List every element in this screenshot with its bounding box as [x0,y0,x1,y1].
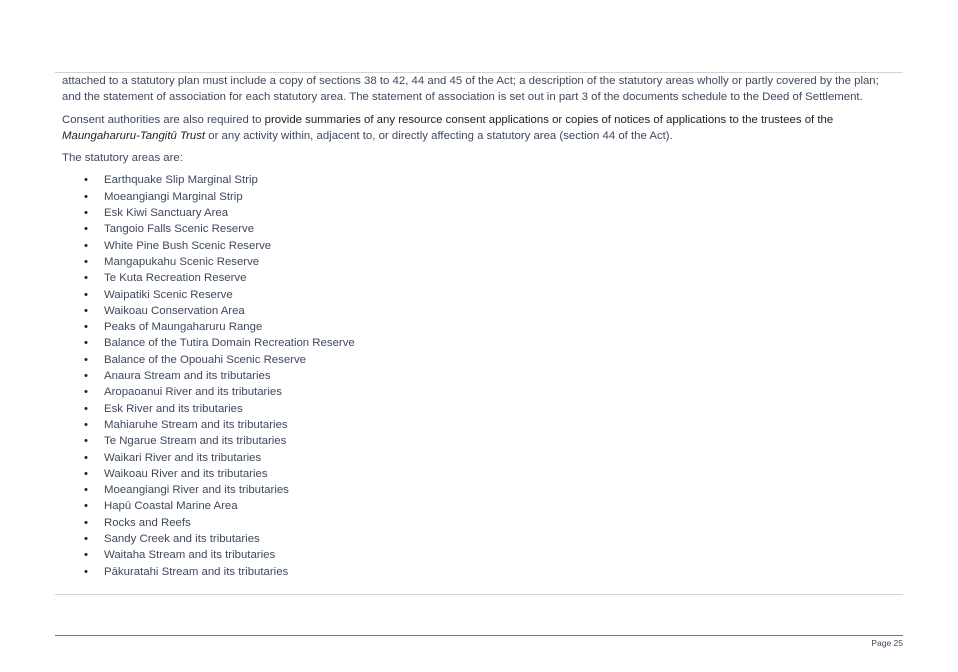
trust-name: Maungaharuru-Tangitū Trust [62,129,206,142]
statutory-areas-list: • Earthquake Slip Marginal Strip • Moeangia… [62,172,892,579]
consent-requirement-text: provide summaries of any resource consen… [264,113,834,126]
statutory-area-name: Esk River and its tributaries [104,402,243,415]
bullet-icon: • [84,288,88,301]
bullet-icon: • [84,255,88,268]
bullet-icon: • [84,435,88,448]
bullet-icon: • [84,386,88,399]
statutory-area-name: Moeangiangi Marginal Strip [104,190,243,203]
statutory-area-name: Balance of the Opouahi Scenic Reserve [104,353,306,366]
list-item: • Pākuratahi Stream and its tributaries [62,564,892,580]
document-body: attached to a statutory plan must includ… [62,73,892,580]
list-item: • Te Ngarue Stream and its tributaries [62,433,892,449]
bullet-icon: • [84,533,88,546]
list-item: • Hapū Coastal Marine Area [62,498,892,514]
statutory-area-name: Esk Kiwi Sanctuary Area [104,207,229,220]
paragraph-areas-intro: The statutory areas are: [62,152,183,165]
bullet-icon: • [84,304,88,317]
bullet-icon: • [84,484,88,497]
bullet-icon: • [84,337,88,350]
statutory-area-name: Earthquake Slip Marginal Strip [104,174,258,187]
bullet-icon: • [84,190,88,203]
bullet-icon: • [84,418,88,431]
list-item: • Moeangiangi River and its tributaries [62,482,892,498]
list-item: • Aropaoanui River and its tributaries [62,384,892,400]
list-item: • Mahiaruhe Stream and its tributaries [62,417,892,433]
statutory-area-name: Waikari River and its tributaries [104,451,262,464]
statutory-area-name: Peaks of Maungaharuru Range [104,321,263,334]
statutory-area-name: Pākuratahi Stream and its tributaries [104,565,289,578]
list-item: • Moeangiangi Marginal Strip [62,189,892,205]
list-item: • Waikoau Conservation Area [62,303,892,319]
statutory-area-name: Te Ngarue Stream and its tributaries [104,435,287,448]
statutory-area-name: Waikoau Conservation Area [104,304,245,317]
statutory-area-name: Tangoio Falls Scenic Reserve [104,223,255,236]
list-item: • Waikari River and its tributaries [62,450,892,466]
statutory-area-name: Rocks and Reefs [104,516,191,529]
content-end-divider [55,594,903,595]
list-item: • Te Kuta Recreation Reserve [62,270,892,286]
paragraph-statutory-plan: attached to a statutory plan must includ… [62,75,879,104]
statutory-area-name: White Pine Bush Scenic Reserve [104,239,272,252]
top-divider [55,72,903,73]
statutory-area-name: Aropaoanui River and its tributaries [104,386,282,399]
list-item: • Mangapukahu Scenic Reserve [62,254,892,270]
bullet-icon: • [84,402,88,415]
list-item: • Tangoio Falls Scenic Reserve [62,221,892,237]
statutory-area-name: Te Kuta Recreation Reserve [104,272,247,285]
list-item: • Earthquake Slip Marginal Strip [62,172,892,188]
bullet-icon: • [84,451,88,464]
bullet-icon: • [84,549,88,562]
list-item: • Waitaha Stream and its tributaries [62,547,892,563]
bullet-icon: • [84,500,88,513]
list-item: • Waipatiki Scenic Reserve [62,287,892,303]
bullet-icon: • [84,223,88,236]
statutory-area-name: Mangapukahu Scenic Reserve [104,255,260,268]
bullet-icon: • [84,239,88,252]
statutory-area-name: Waipatiki Scenic Reserve [104,288,233,301]
paragraph-consent-authorities: Consent authorities are also required to… [62,112,892,145]
list-item: • Peaks of Maungaharuru Range [62,319,892,335]
list-item: • Esk River and its tributaries [62,401,892,417]
statutory-area-name: Moeangiangi River and its tributaries [104,484,289,497]
bullet-icon: • [84,370,88,383]
list-item: • Esk Kiwi Sanctuary Area [62,205,892,221]
list-item: • Balance of the Opouahi Scenic Reserve [62,352,892,368]
bullet-icon: • [84,272,88,285]
consent-intro-text: Consent authorities are also required to [62,113,265,126]
list-item: • Sandy Creek and its tributaries [62,531,892,547]
page-number: Page 25 [871,638,903,648]
list-item: • Waikoau River and its tributaries [62,466,892,482]
bullet-icon: • [84,516,88,529]
footer-divider [55,635,903,636]
bullet-icon: • [84,467,88,480]
statutory-area-name: Sandy Creek and its tributaries [104,533,260,546]
consent-scope-text: or any activity within, adjacent to, or … [205,129,673,142]
bullet-icon: • [84,207,88,220]
statutory-area-name: Hapū Coastal Marine Area [104,500,238,513]
statutory-area-name: Mahiaruhe Stream and its tributaries [104,418,288,431]
list-item: • White Pine Bush Scenic Reserve [62,238,892,254]
statutory-area-name: Waikoau River and its tributaries [104,467,268,480]
statutory-area-name: Balance of the Tutira Domain Recreation … [104,337,355,350]
bullet-icon: • [84,321,88,334]
list-item: • Rocks and Reefs [62,515,892,531]
list-item: • Balance of the Tutira Domain Recreation… [62,335,892,351]
statutory-area-name: Anaura Stream and its tributaries [104,370,271,383]
bullet-icon: • [84,353,88,366]
bullet-icon: • [84,174,88,187]
list-item: • Anaura Stream and its tributaries [62,368,892,384]
bullet-icon: • [84,565,88,578]
statutory-area-name: Waitaha Stream and its tributaries [104,549,276,562]
